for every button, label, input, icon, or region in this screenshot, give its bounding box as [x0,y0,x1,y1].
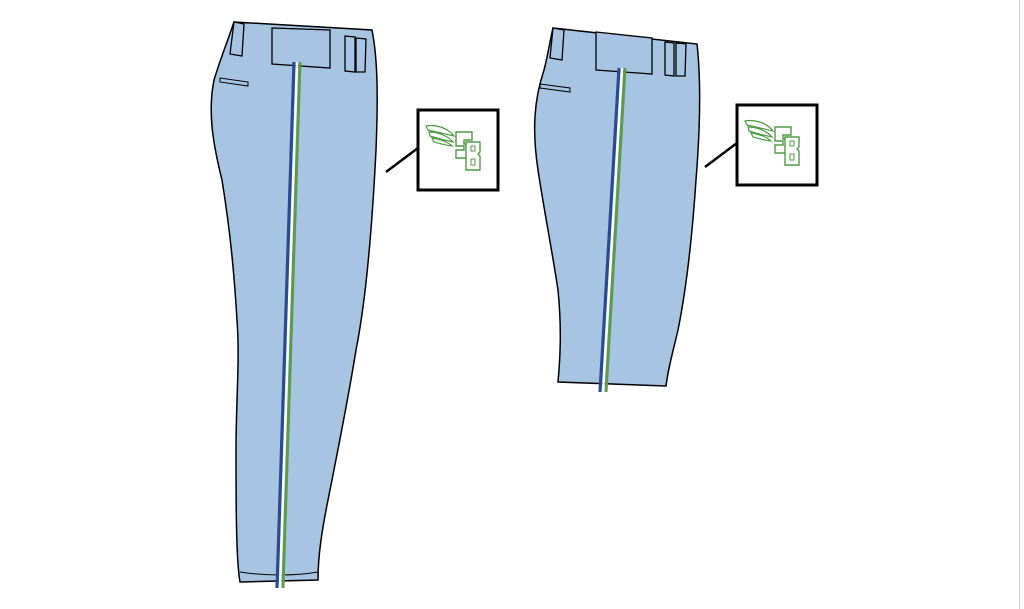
pocket [539,83,571,93]
stripe-white [601,67,624,393]
stripe-white [278,61,299,589]
stripe-blue [275,61,296,589]
belt-loop [549,27,565,61]
waistband [595,31,653,75]
leader-line [385,147,419,173]
leader-line [704,142,738,168]
belt-loop [344,35,367,73]
pocket [219,77,249,87]
belt-loop [229,21,245,57]
stripe-blue [598,67,621,393]
pants-body [210,21,378,583]
right-edge-divider [1019,0,1020,609]
belt-loop [664,41,687,77]
stripe-green [604,67,627,393]
full-length-pants [210,21,500,589]
waistband [271,27,331,69]
stripe-green [281,61,302,589]
knicker-pants [533,27,819,393]
